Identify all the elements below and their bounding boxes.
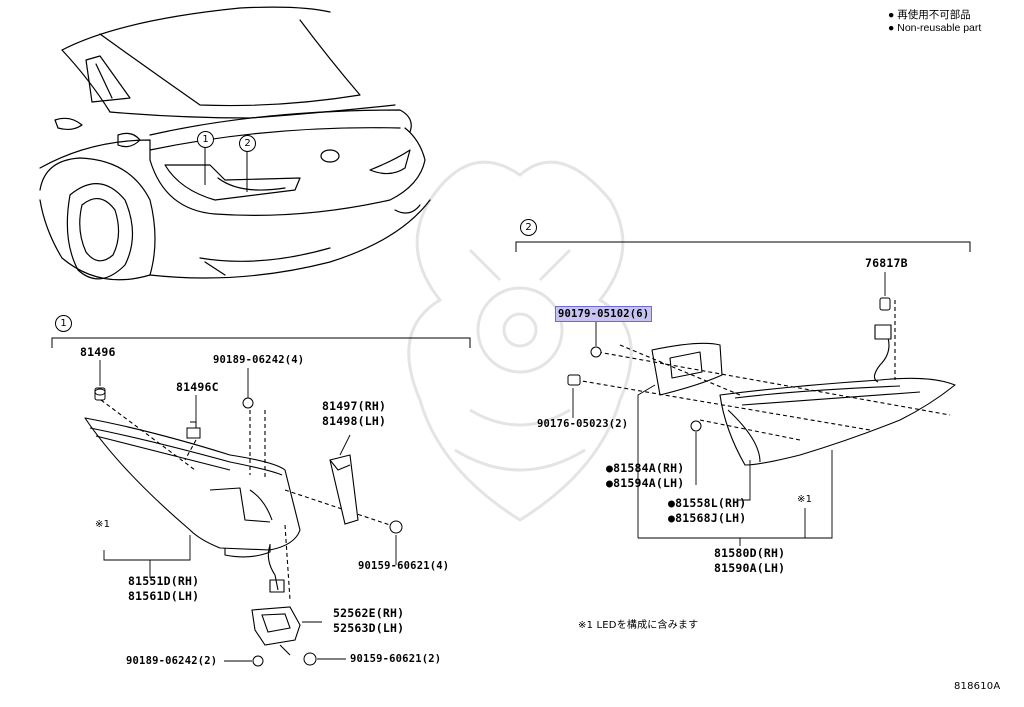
group1-bracket bbox=[51, 337, 471, 348]
part-81584a[interactable]: ●81584A(RH) bbox=[606, 461, 685, 475]
part-81498[interactable]: 81498(LH) bbox=[322, 414, 387, 428]
part-81580d[interactable]: 81580D(RH) bbox=[714, 546, 786, 560]
socket-52562e-drawing bbox=[251, 606, 301, 656]
outer-tail-lamp-drawing bbox=[84, 399, 391, 601]
note-1-group1: ※1 bbox=[95, 519, 111, 530]
part-81558l[interactable]: ●81558L(RH) bbox=[668, 496, 747, 510]
part-81551d[interactable]: 81551D(RH) bbox=[128, 574, 200, 588]
legend: ● 再使用不可部品 ● Non-reusable part bbox=[888, 9, 981, 35]
callout-2-group: 2 bbox=[520, 219, 537, 236]
part-90159-60621-right[interactable]: 90159-60621(4) bbox=[358, 560, 450, 572]
part-81590a[interactable]: 81590A(LH) bbox=[714, 561, 786, 575]
group2-bracket bbox=[515, 241, 971, 252]
part-90179-05102-highlighted[interactable]: 90179-05102(6) bbox=[555, 306, 653, 322]
diagram-id: 818610A bbox=[954, 681, 1001, 692]
bracket-81497-drawing bbox=[329, 454, 359, 525]
part-81568j[interactable]: ●81568J(LH) bbox=[668, 511, 747, 525]
legend-line-jp: ● 再使用不可部品 bbox=[888, 9, 971, 21]
part-90189-06242-top[interactable]: 90189-06242(4) bbox=[213, 354, 305, 366]
group2-leader-lines bbox=[572, 272, 886, 546]
part-90189-06242-bottom[interactable]: 90189-06242(2) bbox=[126, 655, 218, 667]
part-81497[interactable]: 81497(RH) bbox=[322, 399, 387, 413]
part-81496[interactable]: 81496 bbox=[80, 345, 116, 359]
note-1-group2: ※1 bbox=[797, 494, 813, 505]
car-callout-lines bbox=[204, 145, 248, 192]
part-52562e[interactable]: 52562E(RH) bbox=[333, 606, 405, 620]
part-52563d[interactable]: 52563D(LH) bbox=[333, 621, 405, 635]
car-rear-illustration bbox=[39, 6, 431, 281]
legend-line-en: ● Non-reusable part bbox=[888, 22, 982, 34]
callout-1-group: 1 bbox=[55, 315, 72, 332]
part-90176-05023[interactable]: 90176-05023(2) bbox=[537, 418, 629, 430]
watermark-emblem bbox=[407, 160, 633, 522]
callout-2-car: 2 bbox=[239, 135, 256, 152]
part-81594a[interactable]: ●81594A(LH) bbox=[606, 476, 685, 490]
part-76817b[interactable]: 76817B bbox=[865, 256, 908, 270]
part-90159-60621-bottom[interactable]: 90159-60621(2) bbox=[350, 653, 442, 665]
callout-1-car: 1 bbox=[197, 131, 214, 148]
part-81561d[interactable]: 81561D(LH) bbox=[128, 589, 200, 603]
footnote-led: ※1 LEDを構成に含みます bbox=[578, 620, 699, 631]
group1-leader-lines bbox=[99, 360, 397, 662]
group2-fasteners bbox=[567, 297, 891, 432]
part-81496c[interactable]: 81496C bbox=[176, 380, 219, 394]
group1-fasteners bbox=[94, 387, 403, 667]
inner-tail-lamp-drawing bbox=[575, 300, 956, 466]
